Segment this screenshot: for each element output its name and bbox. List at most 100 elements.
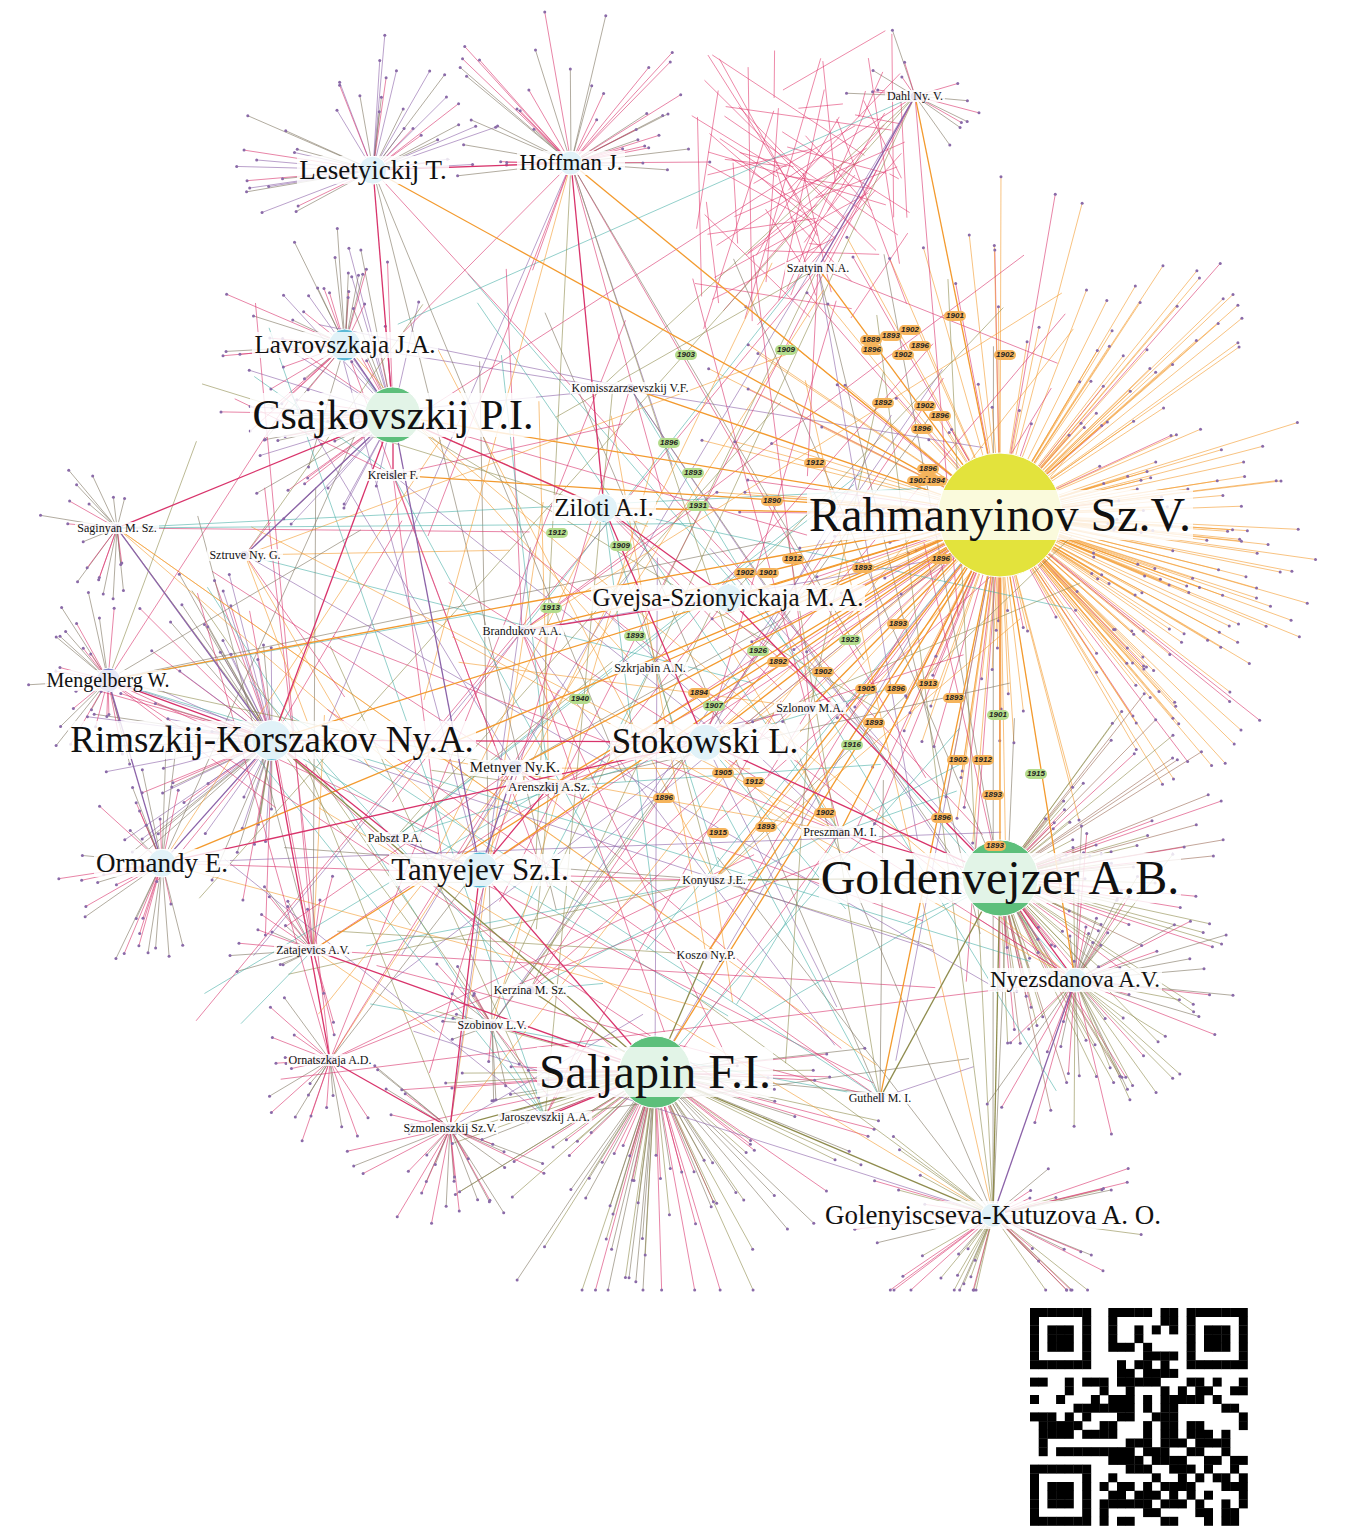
leaf-dot — [543, 1245, 546, 1248]
leaf-dot — [613, 1152, 616, 1155]
leaf-dot — [813, 1079, 816, 1082]
leaf-dot — [1065, 1081, 1068, 1084]
leaf-dot — [900, 592, 903, 595]
leaf-dot — [113, 607, 116, 610]
leaf-dot — [1100, 573, 1103, 576]
leaf-dot — [1097, 929, 1100, 932]
leaf-dot — [815, 575, 818, 578]
leaf-dot — [1275, 479, 1278, 482]
leaf-dot — [1044, 817, 1047, 820]
leaf-dot — [660, 1289, 663, 1292]
leaf-dot — [361, 273, 364, 276]
leaf-dot — [64, 630, 67, 633]
spoke-line — [116, 863, 162, 958]
leaf-dot — [1102, 482, 1105, 485]
leaf-dot — [282, 366, 285, 369]
leaf-dot — [708, 161, 711, 164]
leaf-dot — [76, 580, 79, 583]
spoke-line — [302, 1060, 330, 1141]
leaf-dot — [605, 1238, 608, 1241]
spoke-line — [501, 530, 1075, 980]
leaf-dot — [527, 1069, 530, 1072]
leaf-dot — [1171, 757, 1174, 760]
leaf-dot — [576, 1140, 579, 1143]
leaf-dot — [742, 1199, 745, 1202]
spoke-line — [400, 163, 571, 336]
leaf-dot — [509, 1093, 512, 1096]
leaf-dot — [961, 770, 964, 773]
spoke-line — [397, 1128, 450, 1217]
leaf-dot — [1314, 558, 1317, 561]
leaf-dot — [403, 127, 406, 130]
leaf-dot — [601, 1161, 604, 1164]
leaf-dot — [255, 158, 258, 161]
spoke-line — [549, 683, 1010, 787]
spoke-line — [245, 550, 509, 555]
leaf-dot — [499, 160, 502, 163]
leaf-dot — [1221, 594, 1224, 597]
leaf-dot — [1198, 277, 1201, 280]
leaf-dot — [147, 951, 150, 954]
leaf-dot — [1080, 422, 1083, 425]
spoke-line — [571, 53, 672, 163]
leaf-dot — [1220, 942, 1223, 945]
spoke-line — [892, 30, 915, 96]
leaf-dot — [1118, 1075, 1121, 1078]
leaf-dot — [1269, 605, 1272, 608]
leaf-dot — [1142, 630, 1145, 633]
spoke-line — [413, 1031, 993, 1215]
leaf-dot — [1222, 297, 1225, 300]
leaf-dot — [220, 410, 223, 413]
leaf-dot — [1228, 700, 1231, 703]
leaf-dot — [798, 546, 801, 549]
leaf-dot — [747, 388, 750, 391]
leaf-dot — [1210, 764, 1213, 767]
spoke-line — [818, 268, 1058, 363]
leaf-dot — [743, 491, 746, 494]
leaf-dot — [303, 482, 306, 485]
leaf-dot — [1242, 461, 1245, 464]
leaf-dot — [867, 1135, 870, 1138]
leaf-dot — [154, 702, 157, 705]
leaf-dot — [1122, 354, 1125, 357]
leaf-dot — [1102, 385, 1105, 388]
leaf-dot — [1139, 479, 1142, 482]
leaf-dot — [1202, 931, 1205, 934]
leaf-dot — [159, 818, 162, 821]
spoke-line — [422, 1128, 450, 1193]
leaf-dot — [1191, 577, 1194, 580]
leaf-dot — [169, 621, 172, 624]
leaf-dot — [428, 69, 431, 72]
leaf-dot — [1054, 615, 1057, 618]
leaf-dot — [445, 96, 448, 99]
spoke-line — [327, 710, 880, 1098]
leaf-dot — [921, 1254, 924, 1257]
leaf-dot — [135, 917, 138, 920]
leaf-dot — [243, 149, 246, 152]
spoke-line — [450, 502, 543, 1128]
spoke-line — [196, 268, 818, 1021]
leaf-dot — [350, 360, 353, 363]
leaf-dot — [1161, 783, 1164, 786]
leaf-dot — [263, 439, 266, 442]
leaf-dot — [72, 707, 75, 710]
leaf-dot — [246, 114, 249, 117]
leaf-dot — [1139, 301, 1142, 304]
leaf-dot — [505, 161, 508, 164]
leaf-dot — [1096, 349, 1099, 352]
leaf-dot — [903, 729, 906, 732]
leaf-dot — [1151, 819, 1154, 822]
leaf-dot — [641, 161, 644, 164]
leaf-dot — [1095, 1075, 1098, 1078]
leaf-dot — [375, 484, 378, 487]
leaf-dot — [1159, 578, 1162, 581]
leaf-dot — [168, 955, 171, 958]
spoke-line — [754, 126, 856, 184]
leaf-dot — [225, 350, 228, 353]
leaf-dot — [826, 302, 829, 305]
leaf-dot — [611, 1212, 614, 1215]
leaf-dot — [1280, 479, 1283, 482]
leaf-dot — [873, 1128, 876, 1131]
leaf-dot — [293, 151, 296, 154]
spoke-line — [270, 1007, 330, 1060]
